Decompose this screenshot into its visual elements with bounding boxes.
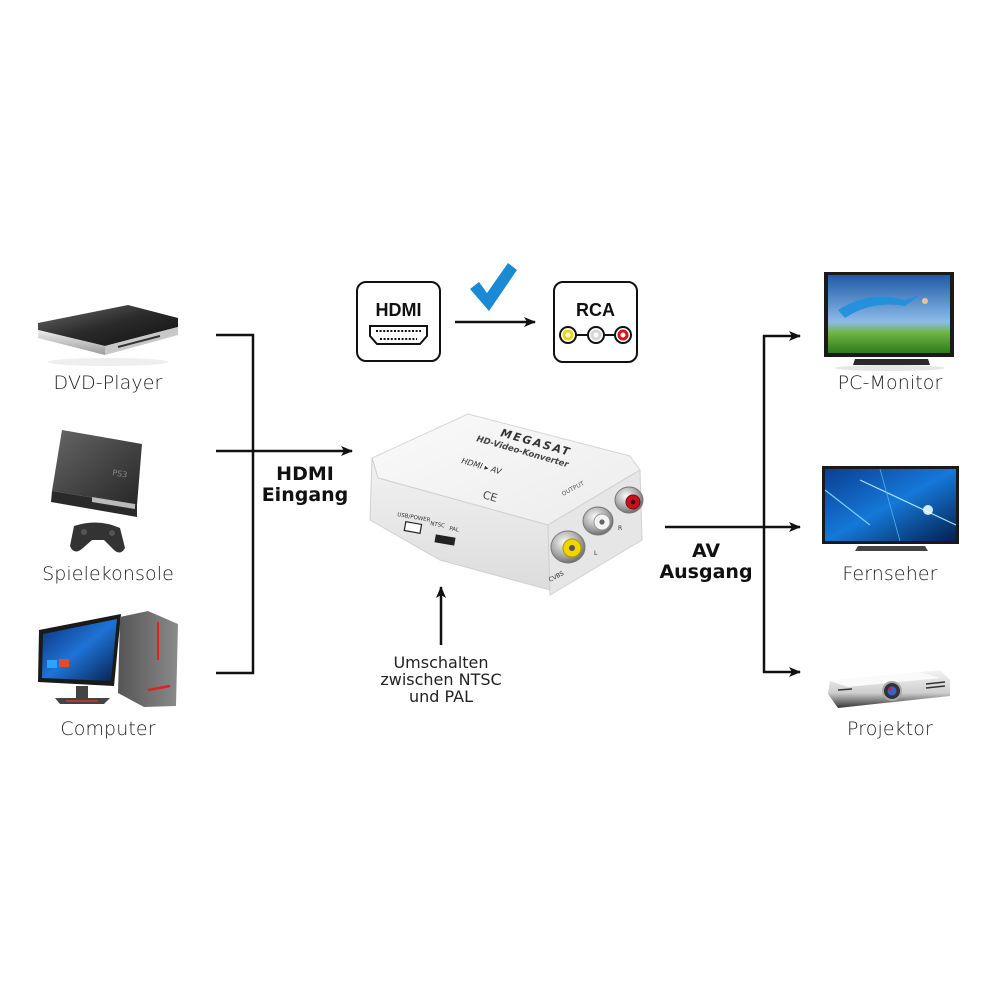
hdmi-input-label-line2: Eingang	[261, 484, 349, 506]
computer-label: Computer	[60, 718, 156, 740]
hdmi-input-label: HDMI Eingang	[255, 464, 355, 506]
switch-note-line2: zwischen NTSC	[380, 670, 502, 689]
game-console-label: Spielekonsole	[42, 563, 174, 585]
switch-note: Umschalten zwischen NTSC und PAL	[361, 654, 521, 705]
av-output-label-line2: Ausgang	[659, 561, 753, 583]
input-bracket	[216, 333, 255, 675]
av-output-label: AV Ausgang	[656, 541, 756, 583]
av-output-label-line1: AV	[691, 540, 721, 562]
tv-label: Fernseher	[842, 563, 938, 585]
dvd-player-label: DVD-Player	[53, 372, 163, 394]
hdmi-input-label-line1: HDMI	[276, 463, 334, 485]
projector-label: Projektor	[847, 718, 933, 740]
pc-monitor-label: PC-Monitor	[837, 372, 943, 394]
switch-note-line3: und PAL	[408, 687, 473, 706]
switch-note-line1: Umschalten	[393, 653, 489, 672]
